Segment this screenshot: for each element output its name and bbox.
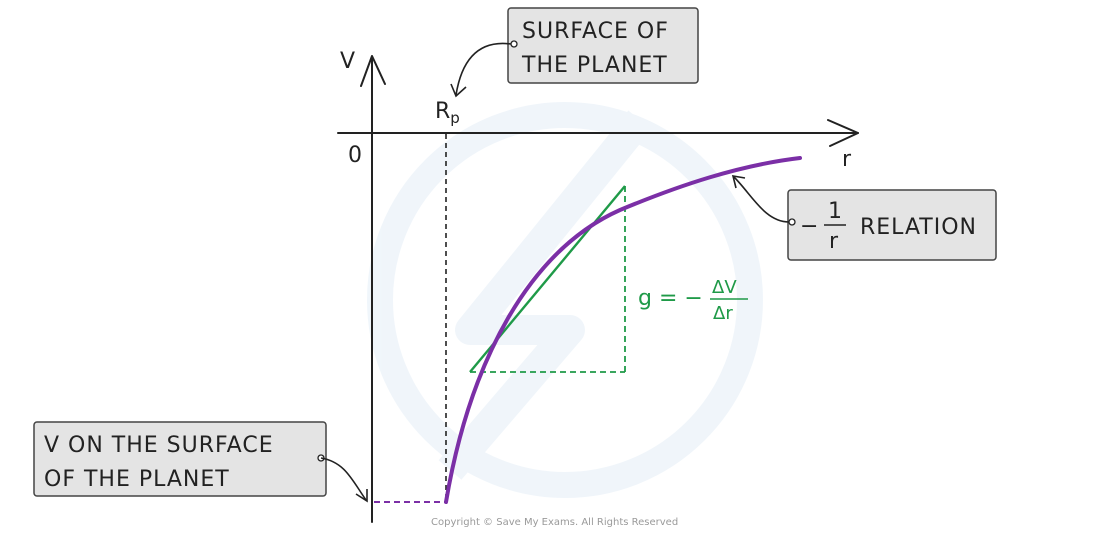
v-surface-callout-line2: OF THE PLANET	[44, 467, 230, 492]
gradient-formula: g = − ΔV Δr	[638, 277, 748, 324]
surface-callout-arrowhead	[450, 83, 467, 98]
relation-callout-box	[787, 189, 997, 261]
relation-denominator: r	[829, 229, 839, 254]
relation-callout-arrowhead	[731, 175, 746, 189]
potential-curve	[444, 156, 802, 504]
copyright-notice: Copyright © Save My Exams. All Rights Re…	[431, 517, 678, 528]
origin-label: 0	[348, 143, 362, 168]
relation-callout-pointer	[733, 176, 790, 223]
watermark-logo	[367, 102, 763, 498]
x-axis-label: r	[842, 147, 852, 172]
gradient-denominator: Δr	[713, 303, 733, 324]
v-surface-callout: V ON THE SURFACE OF THE PLANET	[33, 421, 368, 503]
relation-text: RELATION	[860, 215, 977, 240]
v-surface-callout-arrowhead	[355, 489, 368, 503]
surface-callout-line1: SURFACE OF	[522, 19, 669, 44]
y-axis-label: V	[340, 49, 355, 74]
rp-main: R	[435, 99, 450, 124]
relation-minus: −	[800, 214, 819, 239]
x-axis-arrowhead	[827, 119, 859, 147]
surface-callout-line2: THE PLANET	[521, 53, 668, 78]
surface-callout-box	[507, 7, 699, 84]
surface-callout-pointer	[455, 42, 512, 96]
gradient-lhs: g = −	[638, 286, 703, 311]
y-axis-arrowhead	[360, 55, 386, 87]
relation-numerator: 1	[828, 199, 843, 224]
surface-callout: SURFACE OF THE PLANET	[450, 7, 699, 98]
gradient-numerator: ΔV	[712, 277, 737, 298]
surface-callout-anchor	[510, 40, 518, 48]
axes	[337, 55, 859, 523]
v-surface-callout-pointer	[320, 457, 367, 501]
v-surface-callout-line1: V ON THE SURFACE	[44, 433, 274, 458]
relation-callout-anchor	[788, 218, 796, 226]
relation-callout: − 1 r RELATION	[731, 175, 997, 261]
rp-sub: p	[450, 109, 460, 127]
rp-label: Rp	[435, 99, 460, 127]
